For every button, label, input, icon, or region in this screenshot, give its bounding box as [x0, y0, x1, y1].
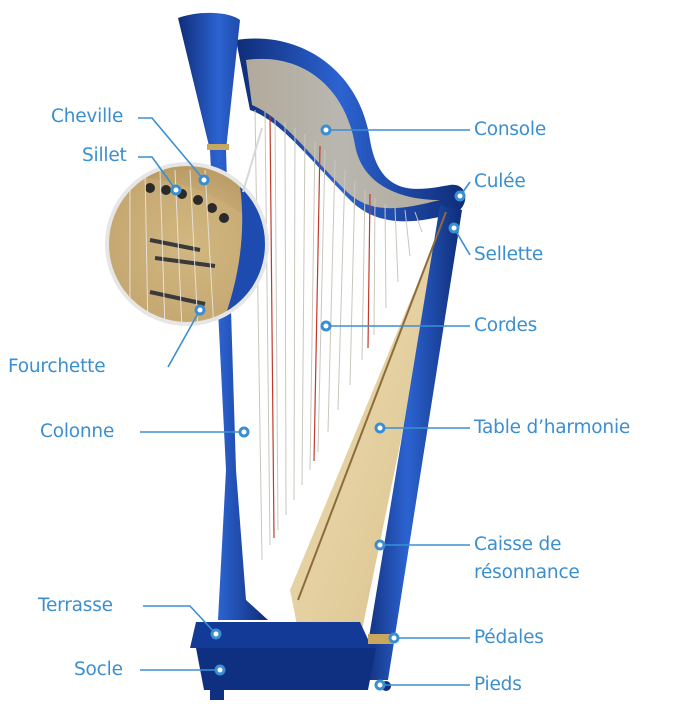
label-sillet: Sillet	[82, 145, 127, 167]
label-socle: Socle	[74, 659, 123, 681]
label-sellette: Sellette	[474, 244, 543, 266]
label-cheville: Cheville	[51, 106, 123, 128]
label-terrasse: Terrasse	[38, 595, 113, 617]
label-cordes: Cordes	[474, 315, 537, 337]
label-caisse-line1: Caisse de	[474, 534, 561, 556]
label-fourchette: Fourchette	[8, 356, 105, 378]
label-console: Console	[474, 119, 546, 141]
label-colonne: Colonne	[40, 421, 114, 443]
label-caisse-line2: résonnance	[474, 562, 580, 584]
label-pedales: Pédales	[474, 627, 544, 649]
label-culee: Culée	[474, 171, 526, 193]
label-table-harmonie: Table d’harmonie	[474, 417, 630, 439]
zoom-detail	[100, 128, 280, 330]
label-pieds: Pieds	[474, 674, 522, 696]
